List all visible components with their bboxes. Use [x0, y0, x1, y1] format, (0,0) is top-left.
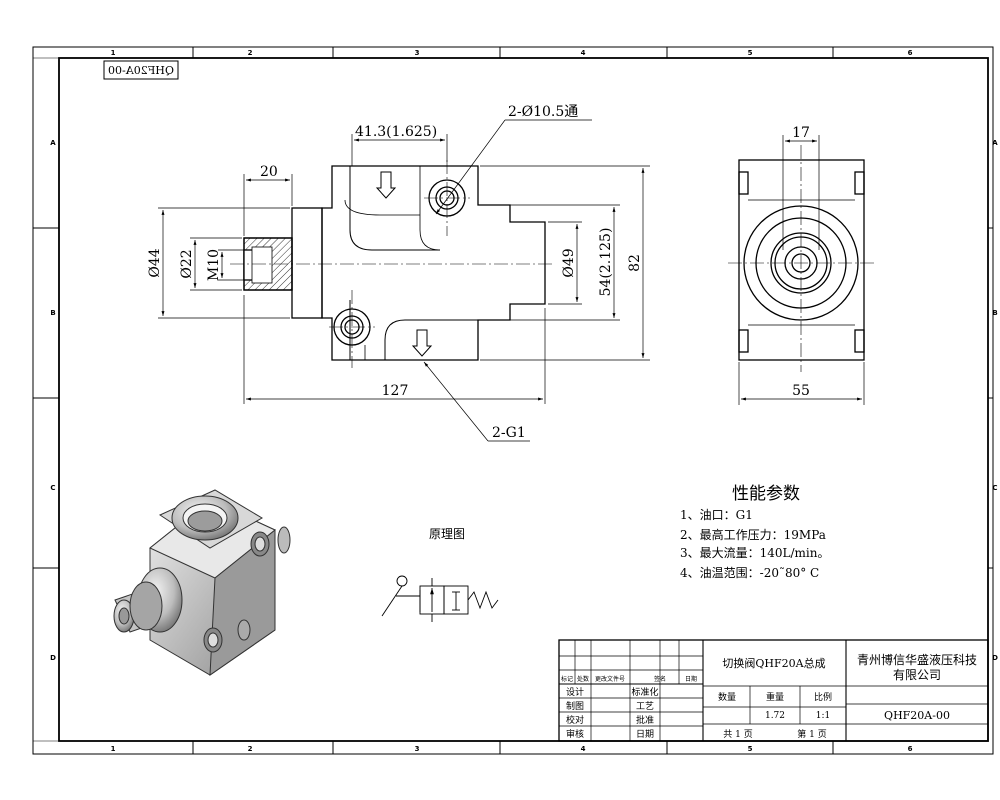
drawing-name: 切换阀QHF20A总成: [722, 656, 825, 670]
role-design: 设计: [566, 686, 584, 698]
dim-54: 54(2.125): [598, 228, 614, 297]
role-standardize: 标准化: [631, 686, 658, 698]
zone-col-3-top: 3: [415, 49, 420, 57]
zone-col-1-bottom: 1: [111, 745, 116, 753]
rev-header-mark: 标记: [561, 675, 573, 683]
sheet-current: 第 1 页: [797, 728, 826, 740]
zone-col-2-top: 2: [248, 49, 253, 57]
mirrored-code-box: QHF20A-00: [103, 60, 179, 80]
specs-title: 性能参数: [732, 484, 800, 504]
zone-col-2-bottom: 2: [248, 745, 253, 753]
role-review: 审核: [566, 728, 584, 740]
valve-schematic: [381, 575, 499, 622]
front-view-centerlines: [230, 160, 555, 368]
zone-row-a-right: A: [992, 139, 998, 147]
rev-header-doc: 更改文件号: [595, 675, 625, 683]
port-callout-label: 2-G1: [492, 425, 526, 441]
company-line-1: 青州博信华盛液压科技: [857, 652, 977, 667]
scale-value: 1:1: [816, 711, 830, 721]
dim-diameter-44: Ø44: [147, 248, 163, 277]
zone-col-6-top: 6: [908, 49, 913, 57]
side-view: [738, 159, 865, 361]
front-view-dimensions: [158, 119, 650, 442]
dim-82: 82: [627, 254, 643, 272]
zone-col-1-top: 1: [111, 49, 116, 57]
spec-line-1: 1、油口：G1: [680, 508, 753, 522]
zone-row-c-left: C: [50, 484, 55, 492]
rev-header-count: 处数: [577, 675, 589, 683]
zone-labels: 1 2 3 4 5 6 1 2 3 4 5 6 A B C D A B C D: [50, 49, 998, 753]
rev-header-date: 日期: [685, 675, 697, 683]
zone-col-6-bottom: 6: [908, 745, 913, 753]
zone-row-d-left: D: [50, 654, 56, 662]
front-view: [243, 165, 546, 361]
spec-line-2: 2、最高工作压力：19MPa: [680, 527, 826, 542]
side-view-dimensions: [738, 135, 865, 405]
isometric-render: [113, 489, 291, 676]
drawing-number: QHF20A-00: [884, 709, 950, 722]
dim-127: 127: [382, 383, 409, 399]
zone-col-3-bottom: 3: [415, 745, 420, 753]
company-line-2: 有限公司: [893, 668, 941, 682]
dim-m10: M10: [206, 249, 222, 281]
weight-value: 1.72: [765, 711, 785, 721]
role-check: 校对: [566, 714, 584, 726]
zone-col-4-bottom: 4: [581, 745, 586, 753]
zone-col-5-top: 5: [748, 49, 753, 57]
role-process: 工艺: [636, 701, 654, 712]
role-draw: 制图: [566, 700, 584, 712]
dim-20: 20: [260, 164, 278, 180]
spec-line-3: 3、最大流量：140L/min。: [680, 546, 830, 560]
scale-label: 比例: [814, 691, 832, 703]
zone-row-c-right: C: [992, 484, 997, 492]
weight-label: 重量: [766, 691, 784, 703]
role-date: 日期: [636, 729, 654, 740]
dim-diameter-22: Ø22: [179, 249, 195, 278]
dim-17: 17: [792, 125, 810, 141]
zone-row-a-left: A: [50, 139, 56, 147]
sheets-total: 共 1 页: [723, 729, 752, 740]
zone-col-4-top: 4: [581, 49, 586, 57]
dim-41-3: 41.3(1.625): [355, 124, 437, 140]
rev-header-sign: 签名: [654, 675, 666, 683]
hole-callout-label: 2-Ø10.5通: [508, 104, 578, 120]
dim-55: 55: [792, 383, 810, 399]
zone-row-b-left: B: [50, 309, 55, 317]
zone-row-d-right: D: [992, 654, 998, 662]
zone-row-b-right: B: [992, 309, 997, 317]
title-block-text: 标记 处数 更改文件号 签名 日期 设计 标准化 制图 工艺 校对 批准 审核 …: [561, 652, 977, 740]
spec-line-4: 4、油温范围：-20˜80° C: [680, 566, 819, 580]
role-approve: 批准: [636, 714, 654, 726]
dim-diameter-49: Ø49: [561, 248, 577, 277]
side-view-centerlines: [728, 145, 875, 372]
qty-label: 数量: [718, 691, 736, 703]
schematic-label: 原理图: [429, 527, 465, 541]
zone-col-5-bottom: 5: [748, 745, 753, 753]
title-block-grid: [558, 639, 989, 742]
mirrored-drawing-code: QHF20A-00: [108, 64, 174, 77]
